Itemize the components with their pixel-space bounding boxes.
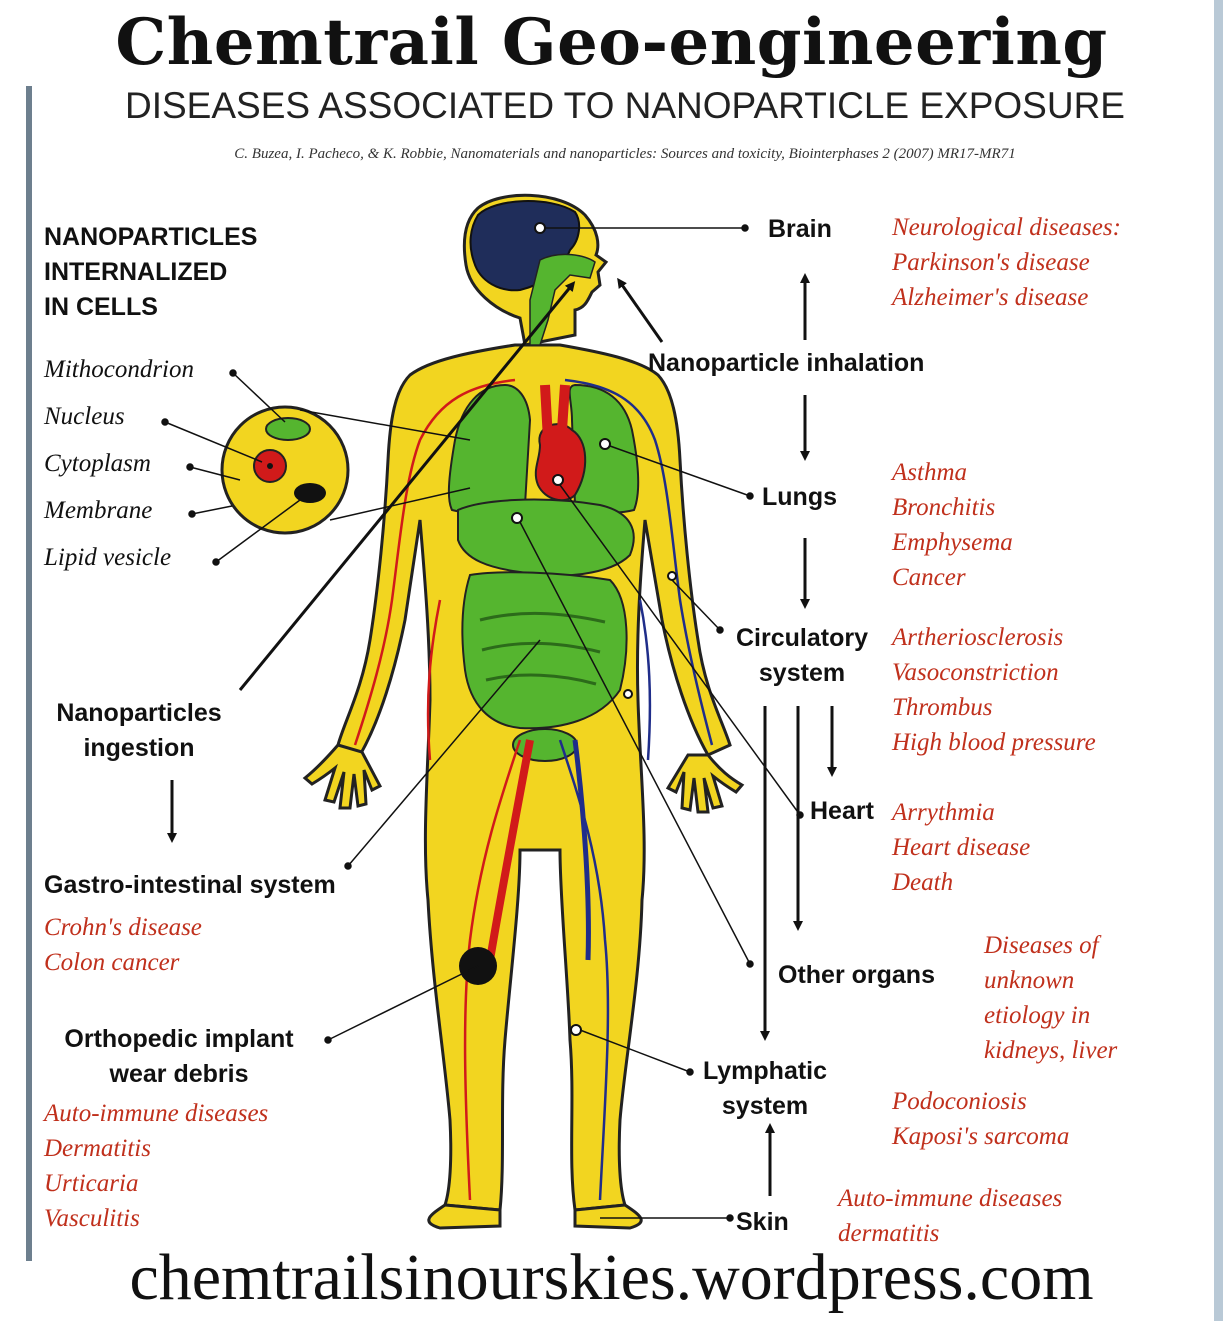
inhalation-arrow (620, 282, 662, 342)
lymphatic-label: Lymphatic system (690, 1054, 840, 1124)
heart-label: Heart (810, 794, 874, 829)
brain-label: Brain (768, 212, 832, 247)
cell-part-membrane: Membrane (44, 487, 194, 534)
lungs-diseases: Asthma Bronchitis Emphysema Cancer (892, 455, 1013, 595)
circulatory-diseases: Artheriosclerosis Vasoconstriction Throm… (892, 620, 1096, 760)
heart-diseases: Arrythmia Heart disease Death (892, 795, 1030, 900)
implant-diseases: Auto-immune diseases Dermatitis Urticari… (44, 1096, 268, 1236)
ingestion-label: Nanoparticles ingestion (44, 696, 234, 766)
inhalation-label: Nanoparticle inhalation (648, 346, 924, 381)
cell-part-lipid-vesicle: Lipid vesicle (44, 534, 194, 581)
lymphatic-diseases: Podoconiosis Kaposi's sarcoma (892, 1084, 1069, 1154)
cells-heading: NANOPARTICLES INTERNALIZED IN CELLS (44, 220, 257, 325)
gi-diseases: Crohn's disease Colon cancer (44, 910, 202, 980)
abdomen-upper (458, 500, 634, 576)
skin-label: Skin (736, 1205, 789, 1240)
cell-part-cytoplasm: Cytoplasm (44, 440, 194, 487)
cell-part-nucleus: Nucleus (44, 393, 194, 440)
footer-url: chemtrailsinourskies.wordpress.com (0, 1240, 1223, 1316)
gi-label: Gastro-intestinal system (44, 868, 336, 903)
circulatory-label: Circulatory system (724, 621, 880, 691)
other-organs-diseases: Diseases of unknown etiology in kidneys,… (984, 928, 1117, 1068)
cell-parts-list: Mithocondrion Nucleus Cytoplasm Membrane… (44, 346, 194, 581)
cell-part-mithocondrion: Mithocondrion (44, 346, 194, 393)
lungs-label: Lungs (762, 480, 837, 515)
bladder (513, 729, 577, 761)
cell-diagram (222, 407, 348, 533)
brain-diseases: Neurological diseases: Parkinson's disea… (892, 210, 1121, 315)
other-organs-label: Other organs (778, 958, 935, 993)
implant-label: Orthopedic implant wear debris (44, 1022, 314, 1092)
